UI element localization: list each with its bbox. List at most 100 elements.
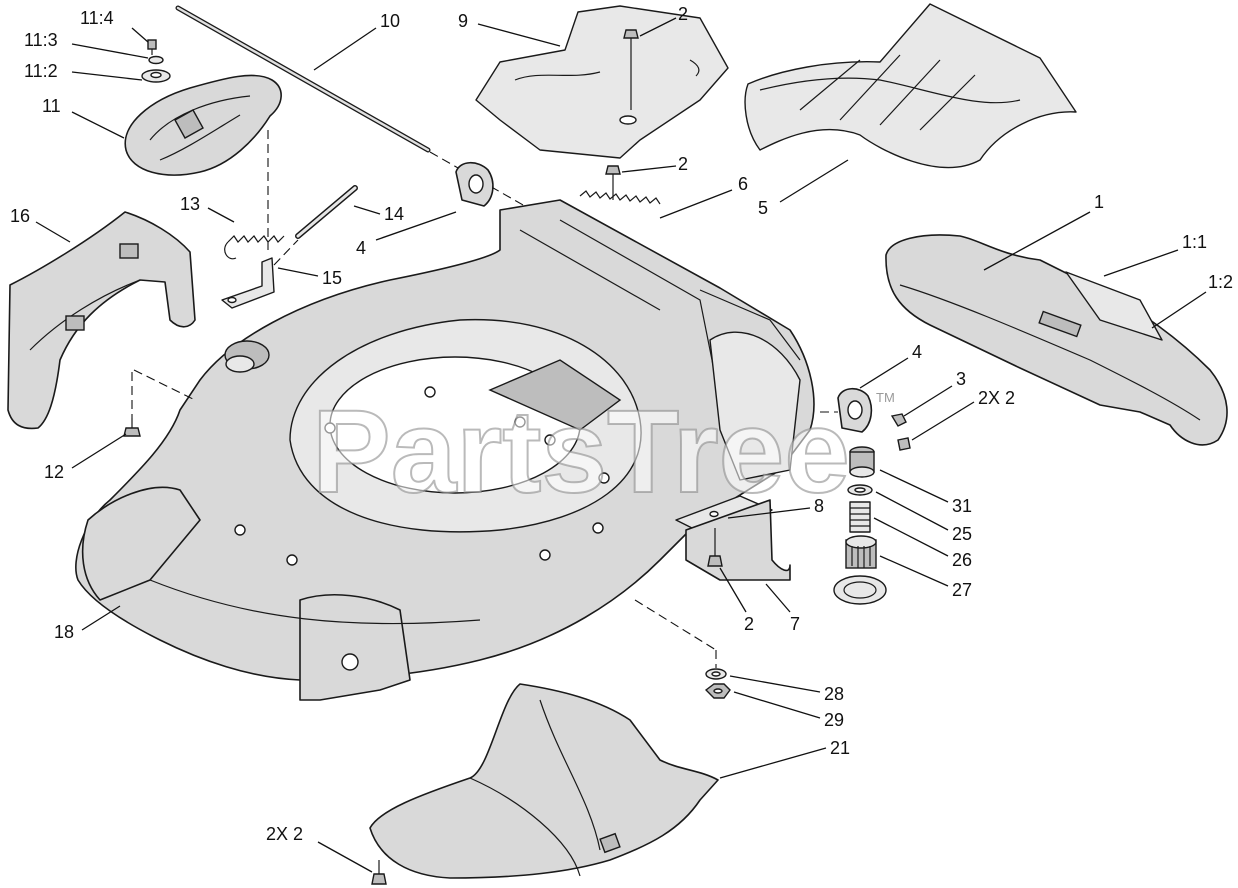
callout-28[interactable]: 28	[824, 684, 844, 704]
part-11-3-washer	[148, 55, 164, 65]
part-12-screw	[123, 418, 141, 437]
callout-29[interactable]: 29	[824, 710, 844, 730]
part-10-alignment-line	[429, 151, 561, 227]
callout-26[interactable]: 26	[952, 550, 972, 570]
part-1-rear-handle	[885, 234, 1228, 446]
callout-2x2b[interactable]: 2X 2	[266, 824, 303, 844]
watermark-text: PartsTree	[312, 386, 850, 518]
leader-12	[71, 433, 127, 469]
leader-4b	[859, 357, 909, 389]
leader-5	[779, 159, 849, 203]
leader-10	[313, 27, 377, 71]
leader-25	[875, 491, 949, 531]
part-2-screw-mid	[605, 165, 621, 200]
blade-axis-line	[634, 599, 717, 651]
leader-27	[879, 555, 949, 587]
callout-21[interactable]: 21	[830, 738, 850, 758]
part-2-screw-pair	[897, 437, 911, 451]
leader-8	[727, 507, 811, 519]
part-28-washer	[705, 668, 727, 680]
part-10-rod	[175, 5, 431, 153]
leader-1-2	[1151, 291, 1207, 329]
part-11-2-grommet	[141, 69, 171, 83]
callout-18[interactable]: 18	[54, 622, 74, 642]
leader-1-1	[1103, 249, 1179, 277]
part-2-screw-lower	[707, 528, 723, 567]
callout-15[interactable]: 15	[322, 268, 342, 288]
watermark-trademark: TM	[876, 390, 895, 405]
callout-2c[interactable]: 2	[744, 614, 754, 634]
leader-18	[81, 605, 121, 631]
callout-1-2[interactable]: 1:2	[1208, 272, 1233, 292]
leader-7	[765, 583, 791, 613]
part-4-pivot-lower	[837, 387, 873, 433]
callout-27[interactable]: 27	[952, 580, 972, 600]
callout-11[interactable]: 11	[42, 96, 61, 116]
leader-2x2a	[911, 401, 975, 441]
part-4-pivot-upper	[455, 161, 494, 207]
callout-1-1[interactable]: 1:1	[1182, 232, 1207, 252]
callout-13[interactable]: 13	[180, 194, 200, 214]
leader-28	[729, 675, 821, 693]
leader-11-2	[71, 71, 143, 81]
leader-2x2b	[317, 841, 373, 873]
part-26-spring	[849, 501, 871, 533]
leader-29	[733, 691, 821, 719]
callout-2b[interactable]: 2	[678, 154, 688, 174]
leader-14	[353, 205, 381, 215]
callout-14[interactable]: 14	[384, 204, 404, 224]
callout-4b[interactable]: 4	[912, 342, 922, 362]
callout-10[interactable]: 10	[380, 11, 400, 31]
leader-lines	[35, 17, 1207, 873]
callout-16[interactable]: 16	[10, 206, 30, 226]
leader-13	[207, 207, 235, 223]
leader-1	[983, 211, 1091, 271]
callout-7[interactable]: 7	[790, 614, 800, 634]
callout-4a[interactable]: 4	[356, 238, 366, 258]
callout-8[interactable]: 8	[814, 496, 824, 516]
callout-11-4[interactable]: 11:4	[80, 8, 114, 28]
part-2-screw-chute	[371, 860, 387, 885]
leader-21	[719, 747, 827, 779]
callout-5[interactable]: 5	[758, 198, 768, 218]
part-6-spring	[579, 190, 661, 205]
callout-3[interactable]: 3	[956, 369, 966, 389]
callout-2a[interactable]: 2	[678, 4, 688, 24]
leader-11-4	[131, 27, 149, 43]
callout-25[interactable]: 25	[952, 524, 972, 544]
leader-31	[879, 469, 949, 503]
part-27-knob	[845, 535, 877, 569]
height-scale-disc	[833, 575, 887, 605]
callout-11-3[interactable]: 11:3	[24, 30, 58, 50]
part-15-bracket	[221, 257, 275, 309]
part-3-nut	[890, 413, 907, 427]
leader-9	[477, 23, 561, 47]
part-13-spring	[224, 235, 285, 260]
leader-3	[903, 385, 953, 417]
leader-2a	[639, 17, 677, 37]
part-16-side-cover	[7, 211, 196, 430]
part-18-deck	[75, 199, 815, 701]
part-11-4-screw	[147, 39, 157, 55]
callout-11-2[interactable]: 11:2	[24, 61, 58, 81]
leader-2c	[719, 567, 747, 613]
callout-12[interactable]: 12	[44, 462, 64, 482]
callout-9[interactable]: 9	[458, 11, 468, 31]
leader-6	[659, 189, 733, 219]
part-2-screw-top	[623, 29, 639, 110]
part-5-baffle	[744, 3, 1077, 169]
part-9-plate	[475, 5, 729, 159]
part-1-1-decal	[1065, 271, 1163, 341]
callout-31[interactable]: 31	[952, 496, 972, 516]
part-25-washer	[847, 484, 873, 496]
leader-15	[277, 267, 319, 277]
part-14-pin	[295, 185, 358, 239]
leader-11	[71, 111, 125, 139]
watermark: PartsTree TM	[311, 385, 895, 519]
callout-6[interactable]: 6	[738, 174, 748, 194]
callout-2x2a[interactable]: 2X 2	[978, 388, 1015, 408]
part-11-bracket-cover	[124, 74, 282, 176]
callout-1[interactable]: 1	[1094, 192, 1104, 212]
leader-11-3	[71, 43, 149, 59]
